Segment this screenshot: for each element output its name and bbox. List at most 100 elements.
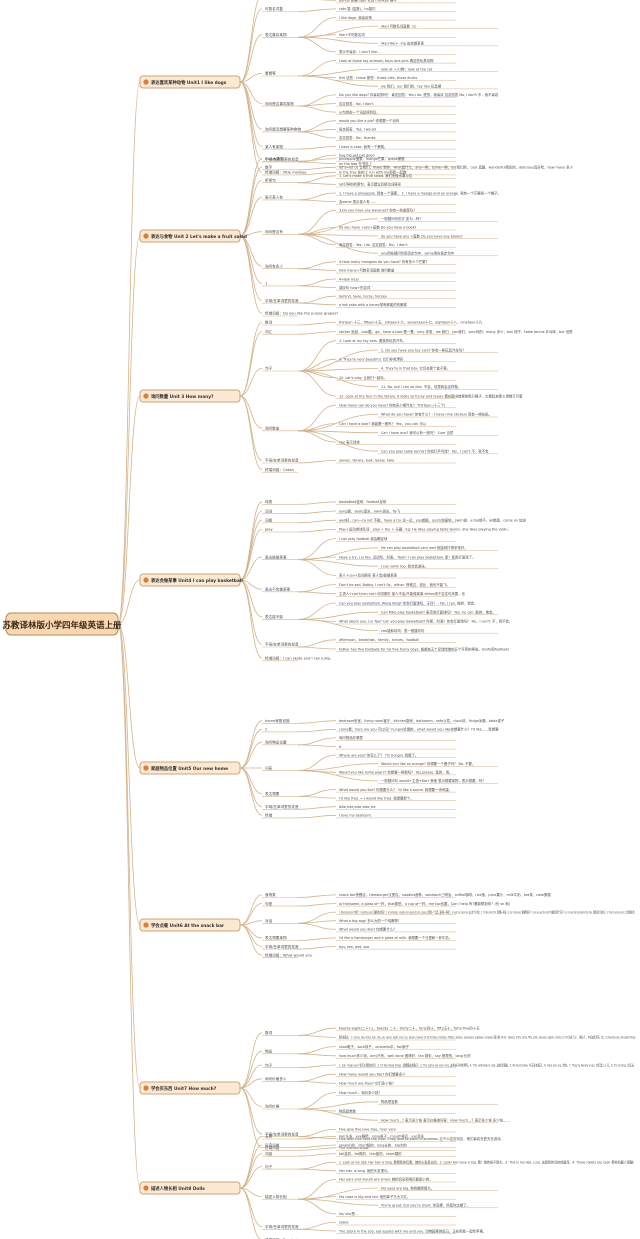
unit-nodes: 表达喜欢某种动物 Unit1 I like dogs 表达与食物 Unit 2 L… (139, 75, 247, 1195)
branch-label: 表达不会做某事 (265, 587, 291, 592)
branch-label: 表示某人有 (265, 195, 283, 200)
leaf-text: basketball篮球，football足球 (339, 499, 387, 504)
branch-to-leaf-line (297, 233, 379, 237)
leaf-text: Her hair is long. 她的头发很长。 (339, 1168, 391, 1173)
branch-label: 对话 (265, 918, 273, 923)
leaf-text: afternoon，breakfast，family，knives，footba… (339, 638, 419, 642)
unit-node[interactable]: 家庭物品位置 Unit5 Our new home (139, 761, 241, 775)
branch-to-leaf-line (297, 806, 337, 810)
branch-label: 句子 (265, 366, 273, 371)
branch-label: 表达想要某物 (265, 935, 287, 940)
leaf-text: 1. Look at my toy cars. 看我的玩具汽车。 (339, 338, 406, 343)
unit-node[interactable]: 描述人物长相 Unit8 Dolls (139, 1181, 241, 1195)
branch-label: 表达能不能 (265, 614, 283, 619)
branch-to-leaf-line (297, 1222, 337, 1230)
branch-label: 句子 (265, 1062, 273, 1067)
unit-to-branch-line (239, 331, 263, 397)
leaf-text: He can play basketball very well.他篮球打得非常… (381, 545, 468, 550)
branch-to-leaf-line (297, 60, 337, 77)
unit-to-branch-line (239, 395, 263, 470)
branch-label: 数词 (265, 1030, 273, 1035)
branch-to-leaf-line (297, 920, 337, 924)
leaf-text: 肯定回答：Yes, I would (339, 127, 376, 132)
unit-node[interactable]: 表达与食物 Unit 2 Let's make a fruit salad (139, 229, 247, 243)
leaf-text: 感叹句 how+形容词 (339, 285, 371, 290)
leaf-text: how much多少钱，only只有，well done 做得好，fan 精彩，… (339, 1053, 471, 1058)
branch-to-leaf-line (297, 302, 337, 306)
unit-node[interactable]: 询问数量 Unit 3 How many? (139, 389, 241, 403)
unit-to-branch-line (239, 903, 263, 926)
leaf-text: like+可数名词复数（s） (381, 23, 419, 28)
branch-to-leaf-line (297, 68, 379, 77)
unit-to-branch-line (239, 1153, 263, 1189)
leaf-text: bike,kite,bike,bike,ice (339, 805, 376, 809)
unit-to-branch-line (239, 235, 263, 314)
unit-bullet-icon (143, 765, 149, 771)
leaf-text: look at +人/物：look at the cat (381, 66, 433, 71)
branch-label: 终端 (265, 813, 273, 818)
branch-label: 字母/在单词里的发音 (265, 1224, 299, 1229)
branch-label: 五官 (265, 1134, 273, 1139)
unit-bullet-icon (143, 233, 149, 239)
leaf-text: 一般疑问句 would+主语+like+其他 表示想要某物，表示想要，吗？ (381, 778, 486, 783)
leaf-text: 1. Look at my doll. Her hair is long. 看看… (339, 1160, 636, 1165)
unit-to-branch-line (239, 235, 263, 267)
branch-to-leaf-line (297, 1081, 337, 1084)
branch-label: 句子 (265, 1164, 273, 1169)
branch-to-leaf-line (297, 754, 337, 771)
branch-to-leaf-line (297, 770, 379, 782)
unit-box (139, 1081, 241, 1095)
leaf-text: What a big egg! 多么大的一个鸡蛋啊！ (339, 918, 401, 923)
unit-node[interactable]: 表达会做某事 Unit4 I can play basketball (139, 573, 243, 587)
leaf-text: 主语人+can't/can not+动词原形 某人不会/不能做某事 either… (339, 591, 466, 596)
unit-node[interactable]: 学会点餐 Unit6 At the snack bar (139, 918, 241, 932)
leaf-text: I have a cake. 我有一个蛋糕。 (339, 144, 387, 149)
branch-label: 可数名词复 (265, 6, 283, 11)
unit-to-branch-line (239, 231, 263, 237)
branch-to-leaf-line (297, 1198, 337, 1215)
leaf-text: I love my bedroom. (339, 814, 372, 818)
branch-label: 数字 (265, 165, 273, 170)
leaf-text: Can I have one? 我可以有一张吗？ Sure 当然 (381, 430, 454, 435)
branch-to-leaf-line (297, 894, 337, 898)
root-box[interactable]: 苏教译林版小学四年级英语上册 (2, 612, 122, 636)
branch-to-leaf-line (297, 591, 337, 595)
branch-to-leaf-line (297, 285, 337, 288)
unit-box (139, 229, 241, 243)
leaf-text: What about you, Liu Tao? Can you play ba… (339, 619, 512, 624)
leaf-text: How many would you like? 你们想要多少 (339, 1072, 406, 1077)
branch-to-leaf-line (297, 1179, 337, 1200)
branch-to-leaf-line (297, 559, 337, 576)
leaf-text: Five give five love tree, river very (339, 1128, 396, 1132)
leaf-text: well好，can一ca not 不能，have a try 试一试，you都能… (339, 518, 526, 523)
leaf-text: Where are you? 你怎么了？ I'm hungry. 我饿了。 (339, 752, 418, 757)
leaf-text: like+like+ -ing 喜欢做某事 (381, 41, 424, 46)
branch-to-leaf-line (297, 1073, 337, 1082)
branch-to-leaf-line (297, 278, 337, 287)
leaf-text: 询问物品在哪里 (339, 735, 363, 740)
branch-to-leaf-line (297, 1147, 337, 1151)
branch-label: 询问物品位置 (265, 740, 287, 745)
unit-to-branch-line (239, 1144, 263, 1189)
root-to-unit-line (117, 395, 141, 625)
leaf-text: Have a try, Liu Tao. 试试吧，刘涛。 Yeah! I can… (339, 554, 475, 559)
unit-bullet-icon (143, 1085, 149, 1091)
leaf-text: would you like a pie? 你想要一个派吗 (339, 118, 400, 123)
branch-label: 词组 (265, 518, 273, 523)
branch-to-leaf-line (297, 322, 337, 326)
unit-to-branch-line (239, 34, 263, 83)
unit-node[interactable]: 学会买东西 Unit7 How much? (139, 1081, 241, 1095)
leaf-text: 否定回答：No, I don't (339, 101, 374, 106)
unit-node[interactable]: 表达喜欢某种动物 Unit1 I like dogs (139, 75, 241, 89)
branch-to-leaf-line (297, 737, 337, 746)
branch-to-leaf-line (297, 1027, 337, 1036)
branch-to-leaf-line (297, 1092, 337, 1110)
root-title: 苏教译林版小学四年级英语上册 (2, 620, 122, 631)
unit-to-branch-line (239, 720, 263, 769)
leaf-text: on the bag 在书包上 (339, 161, 373, 166)
leaf-text: behind, have, horse, hockey (339, 295, 387, 299)
unit-box (139, 389, 241, 403)
leaf-text: shoe鞋子，sock袜子，umbrella伞，fan扇子 (339, 1044, 410, 1049)
unit-to-branch-line (239, 1032, 263, 1089)
leaf-text: 一般疑问句形式 变为...吗？ (381, 216, 423, 221)
